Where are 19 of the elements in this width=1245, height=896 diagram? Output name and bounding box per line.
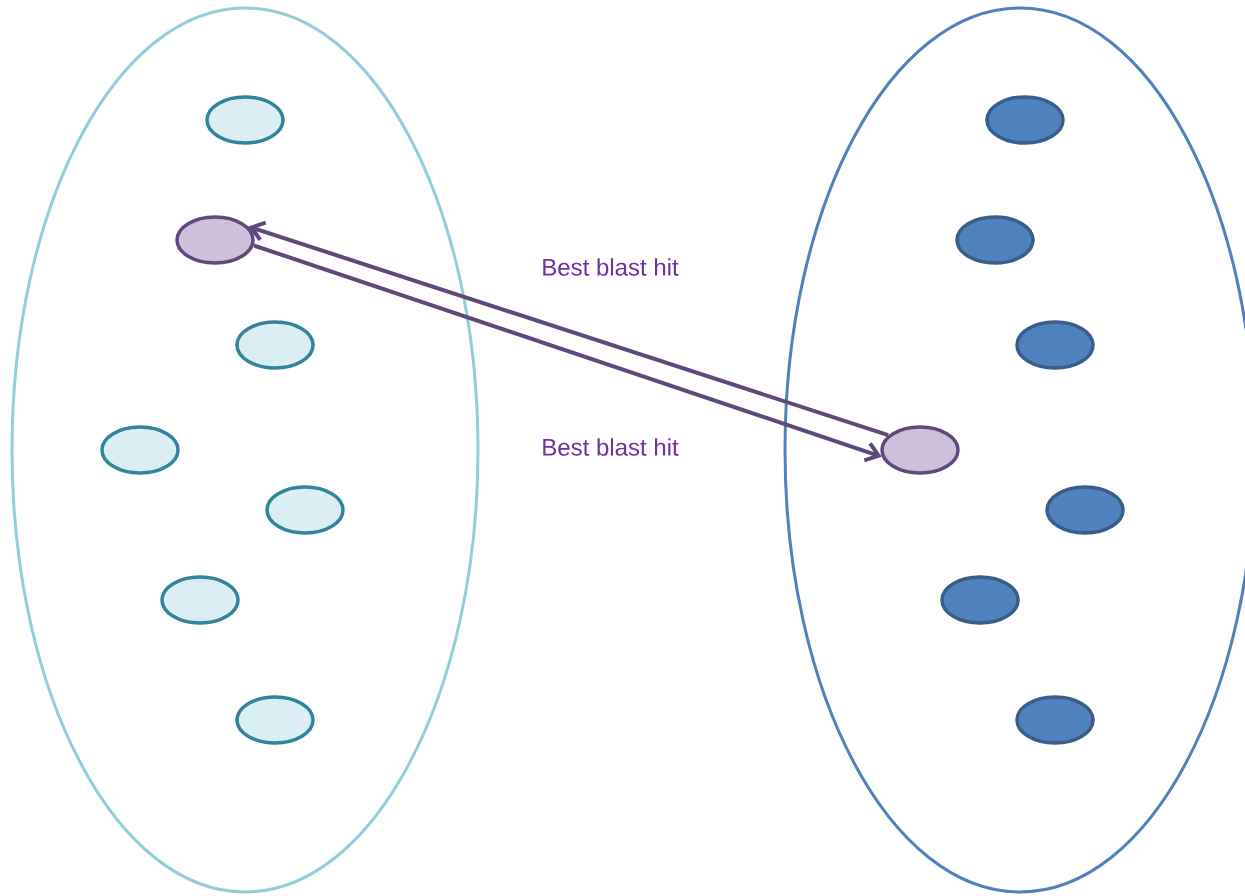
gene-ellipse: [160, 575, 240, 625]
gene-ellipse: [985, 95, 1065, 145]
gene-ellipse: [205, 95, 285, 145]
gene-ellipse: [100, 425, 180, 475]
gene-ellipse: [175, 215, 255, 265]
gene-ellipse: [1015, 320, 1095, 370]
gene-ellipse: [940, 575, 1020, 625]
gene-ellipse: [235, 320, 315, 370]
gene-ellipse: [880, 425, 960, 475]
edge-label: Best blast hit: [543, 258, 679, 276]
gene-ellipse: [1045, 485, 1125, 535]
edge-label: Best blast hit: [543, 438, 679, 456]
gene-ellipse: [235, 695, 315, 745]
gene-ellipse: [265, 485, 345, 535]
arrow: [248, 220, 889, 438]
arrow: [253, 243, 882, 463]
gene-ellipse: [1015, 695, 1095, 745]
group-ellipse: [10, 6, 480, 894]
gene-ellipse: [955, 215, 1035, 265]
